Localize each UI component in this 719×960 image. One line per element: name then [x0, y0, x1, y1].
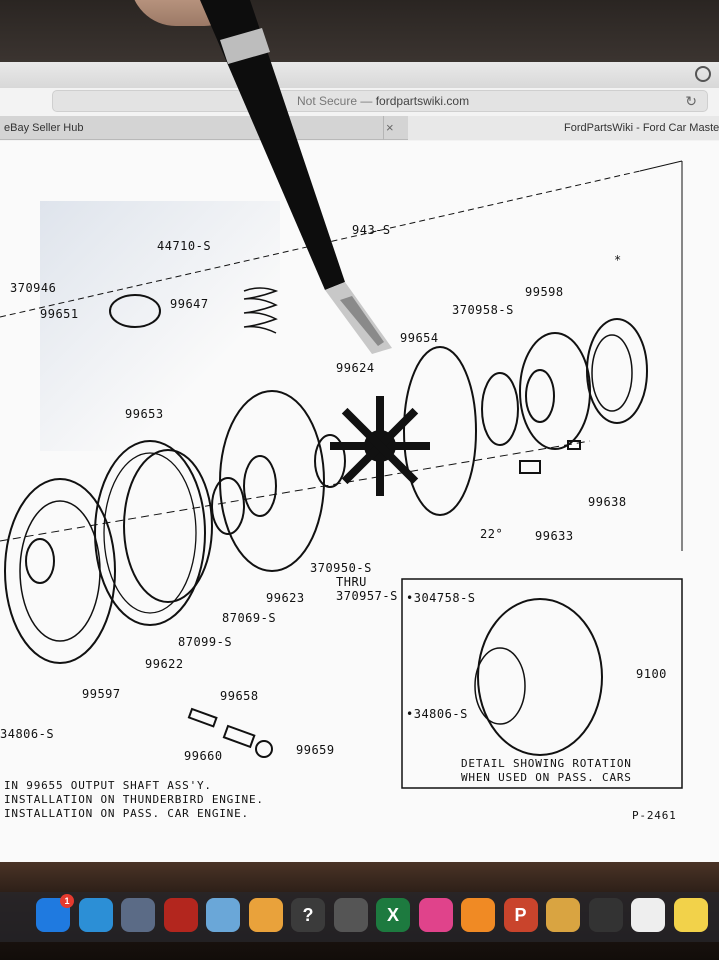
- parts-exploded-diagram: [0, 160, 683, 789]
- browser-titlebar: [0, 62, 719, 88]
- address-bar[interactable]: Not Secure — fordpartswiki.com ↻: [52, 90, 708, 112]
- part-label: 99598: [525, 285, 564, 299]
- part-label: 99653: [125, 407, 164, 421]
- footnote-1: IN 99655 OUTPUT SHAFT ASS'Y.: [4, 779, 212, 792]
- part-label: *: [614, 253, 622, 267]
- help-icon[interactable]: ?: [291, 898, 325, 932]
- image-capture-icon[interactable]: [333, 898, 368, 932]
- centerline-main: [0, 440, 591, 542]
- footnote-2: INSTALLATION ON THUNDERBIRD ENGINE.: [4, 793, 264, 806]
- safari-icon[interactable]: [78, 898, 113, 932]
- ibooks-icon[interactable]: [461, 898, 495, 932]
- excel-icon[interactable]: X: [376, 898, 410, 932]
- stickies-icon[interactable]: [673, 898, 708, 932]
- part-label: 370950-S: [310, 561, 372, 575]
- part-label: THRU: [336, 575, 367, 589]
- photo-booth-icon[interactable]: [163, 898, 198, 932]
- part-label: 943-S: [352, 223, 391, 237]
- close-tab-icon[interactable]: ×: [386, 120, 394, 135]
- app-store-icon[interactable]: 1: [36, 894, 74, 932]
- part-block-99633: [519, 460, 541, 474]
- pages-icon[interactable]: [248, 898, 283, 932]
- part-plug-99651: [109, 294, 161, 328]
- powerpoint-icon[interactable]: P: [503, 898, 538, 932]
- tab-fordpartswiki[interactable]: FordPartsWiki - Ford Car Master P: [408, 116, 719, 140]
- figure-id: P-2461: [632, 809, 677, 822]
- part-label: •34806-S: [406, 707, 468, 721]
- preview-icon[interactable]: [121, 898, 155, 932]
- reload-icon[interactable]: ↻: [685, 93, 697, 109]
- leader-line: [639, 160, 683, 172]
- url-text: Not Secure — fordpartswiki.com: [297, 94, 469, 108]
- part-label: 99638: [588, 495, 627, 509]
- icloud-icon[interactable]: [695, 66, 711, 82]
- part-label: 370946: [10, 281, 57, 295]
- part-label: 44710-S: [157, 239, 212, 253]
- part-housing-99597: [4, 478, 116, 664]
- fingertip: [130, 0, 250, 26]
- itunes-icon[interactable]: [418, 898, 453, 932]
- part-housing-99598: [519, 332, 591, 450]
- part-label: 22°: [480, 527, 504, 541]
- part-pin-99638: [567, 440, 581, 450]
- part-label: 99623: [266, 591, 305, 605]
- part-plate-99623: [219, 390, 325, 572]
- macos-dock: 1? X P: [0, 862, 719, 960]
- part-ring-370950s: [314, 434, 346, 488]
- part-snapring-99654: [403, 346, 477, 516]
- part-label: 99597: [82, 687, 121, 701]
- part-pin-99660: [187, 707, 218, 728]
- part-label: 87099-S: [178, 635, 233, 649]
- notification-badge: 1: [60, 894, 74, 908]
- part-label: 99647: [170, 297, 209, 311]
- notes-icon[interactable]: [546, 898, 580, 932]
- launcher-icon[interactable]: [588, 898, 623, 932]
- part-seal-87099s: [123, 449, 213, 603]
- photo-background-top: [0, 0, 719, 62]
- tab-ebay-seller-hub[interactable]: eBay Seller Hub: [0, 116, 384, 140]
- impeller-99624: [330, 396, 430, 496]
- part-label: 99659: [296, 743, 335, 757]
- part-label: •304758-S: [406, 591, 476, 605]
- part-washer-87069s: [211, 477, 245, 535]
- part-label: 99633: [535, 529, 574, 543]
- tab-bar: eBay Seller Hub × FordPartsWiki - Ford C…: [0, 116, 719, 140]
- detail-caption-line-2: WHEN USED ON PASS. CARS: [461, 771, 632, 784]
- part-label: 99654: [400, 331, 439, 345]
- part-label: 87069-S: [222, 611, 277, 625]
- url-host: fordpartswiki.com: [375, 94, 470, 108]
- detail-converter-9100: [477, 598, 603, 756]
- contacts-icon[interactable]: [206, 898, 240, 932]
- part-label: 99622: [145, 657, 184, 671]
- part-label: 99658: [220, 689, 259, 703]
- part-label: 370957-S: [336, 589, 398, 603]
- part-label: 99651: [40, 307, 79, 321]
- part-spring-99647: [243, 287, 279, 334]
- part-label: 34806-S: [0, 727, 55, 741]
- part-seal-star: [586, 318, 648, 424]
- reminders-icon[interactable]: [631, 898, 665, 932]
- part-sleeve-99658: [222, 724, 256, 749]
- footnote-3: INSTALLATION ON PASS. CAR ENGINE.: [4, 807, 249, 820]
- browser-window: Not Secure — fordpartswiki.com ↻ eBay Se…: [0, 62, 719, 862]
- part-label: 9100: [636, 667, 667, 681]
- detail-caption-line-1: DETAIL SHOWING ROTATION: [461, 757, 632, 770]
- part-label: 99624: [336, 361, 375, 375]
- part-label: 99660: [184, 749, 223, 763]
- not-secure-label: Not Secure —: [297, 94, 373, 108]
- part-label: 370958-S: [452, 303, 514, 317]
- part-ring-99622: [94, 440, 206, 626]
- detail-box: [401, 578, 683, 789]
- part-ring-370958s: [481, 372, 519, 446]
- part-cap-99659: [255, 740, 273, 758]
- page-content: 943-S 44710-S 370946 99651 99647 99653 9…: [0, 141, 719, 862]
